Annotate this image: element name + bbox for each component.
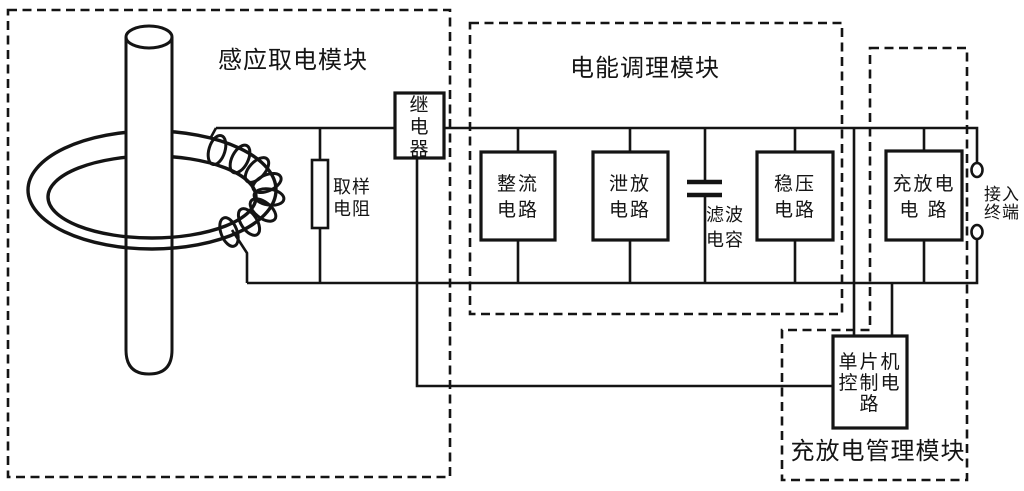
- relay-control-wire: [415, 158, 833, 388]
- rectifier-label: 整流: [497, 173, 539, 195]
- coil-windings: [206, 133, 286, 248]
- mcu-label: 单片机: [838, 351, 901, 373]
- mcu-label: 控制电: [838, 372, 901, 394]
- regulator-label: 电路: [774, 199, 816, 221]
- sampling-resistor-symbol: [310, 158, 330, 230]
- terminal-label: 终端: [984, 203, 1020, 222]
- filter-capacitor-label: 滤波: [706, 205, 744, 225]
- relay-label: 器: [409, 139, 430, 160]
- top-bus-wire: [216, 126, 979, 163]
- relay-label: 电: [409, 116, 430, 138]
- winding-loop: [206, 133, 228, 167]
- management-module-outline: [780, 46, 969, 482]
- sampling-resistor-label: 电阻: [333, 199, 371, 219]
- bleeder-label: 泄放: [609, 173, 651, 195]
- induction-module-title: 感应取电模块: [218, 47, 368, 74]
- induction-module-outline: [6, 8, 452, 479]
- capacitor-plates: [687, 179, 722, 198]
- induction-sensor-graphic: [26, 24, 286, 376]
- conditioning-module-outline: [468, 21, 844, 316]
- terminal-port-top: [970, 161, 984, 179]
- conductor-pole-cylinder: [124, 37, 174, 376]
- labels: 感应取电模块 电能调理模块 充放电管理模块 继 电 器 取样 电阻 整流 电路 …: [218, 47, 1020, 465]
- winding-loop: [236, 207, 262, 237]
- filter-capacitor-label: 电容: [706, 230, 744, 250]
- terminal-port-bottom: [970, 223, 984, 241]
- charge-discharge-label: 电 路: [899, 199, 948, 221]
- regulator-box: [755, 150, 835, 242]
- winding-loop: [218, 216, 240, 248]
- mcu-label: 路: [859, 393, 880, 415]
- bottom-bus-wire: [247, 239, 979, 285]
- conductor-pole-top: [124, 24, 174, 50]
- winding-loop: [248, 197, 278, 223]
- terminal-label: 接入: [984, 185, 1020, 204]
- toroid-outer-front-arc: [26, 189, 278, 251]
- charge-discharge-box: [884, 149, 964, 242]
- winding-loop: [228, 143, 252, 175]
- management-module-title: 充放电管理模块: [791, 438, 966, 465]
- regulator-label: 稳压: [774, 173, 816, 195]
- bleeder-box: [591, 150, 670, 242]
- charge-discharge-label: 充放电: [892, 173, 955, 195]
- bleeder-label: 电路: [609, 199, 651, 221]
- sampling-resistor-label: 取样: [333, 177, 371, 197]
- relay-box: [393, 91, 446, 160]
- conditioning-module-title: 电能调理模块: [570, 55, 720, 82]
- relay-label: 继: [409, 94, 430, 116]
- toroid-inner-front-arc: [46, 196, 258, 240]
- rectifier-label: 电路: [497, 199, 539, 221]
- rectifier-box: [479, 150, 557, 242]
- module-outlines: [6, 8, 969, 482]
- mcu-box: [831, 334, 909, 430]
- component-boxes: [310, 91, 984, 430]
